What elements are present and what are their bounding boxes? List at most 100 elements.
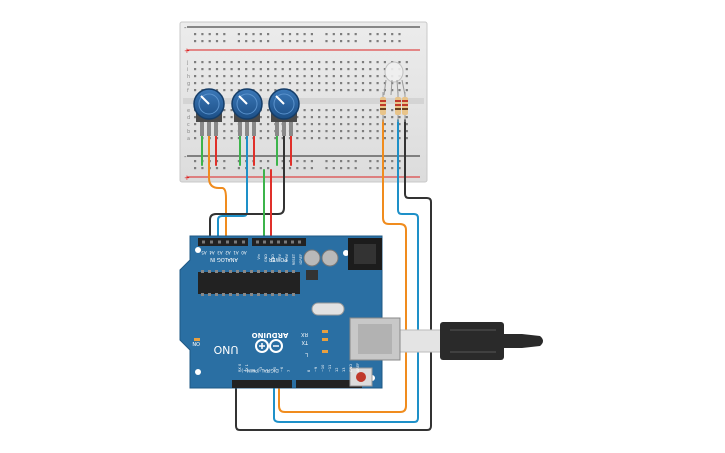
breadboard-hole[interactable] — [369, 82, 372, 85]
breadboard-hole[interactable] — [347, 82, 350, 85]
breadboard-hole[interactable] — [369, 116, 372, 119]
breadboard-hole[interactable] — [194, 40, 197, 43]
breadboard-hole[interactable] — [223, 33, 226, 36]
breadboard-hole[interactable] — [303, 137, 306, 140]
breadboard-hole[interactable] — [267, 82, 270, 85]
breadboard-hole[interactable] — [347, 89, 350, 92]
breadboard-hole[interactable] — [376, 137, 379, 140]
breadboard-hole[interactable] — [310, 130, 313, 133]
breadboard-hole[interactable] — [215, 82, 219, 85]
breadboard-hole[interactable] — [347, 33, 350, 36]
breadboard-hole[interactable] — [194, 160, 197, 163]
breadboard-hole[interactable] — [259, 75, 262, 78]
breadboard-hole[interactable] — [361, 89, 365, 92]
breadboard-hole[interactable] — [230, 89, 233, 92]
breadboard-hole[interactable] — [383, 160, 386, 163]
breadboard-hole[interactable] — [259, 61, 262, 64]
breadboard-hole[interactable] — [405, 137, 408, 140]
breadboard-hole[interactable] — [194, 89, 197, 92]
breadboard-hole[interactable] — [252, 68, 255, 71]
breadboard-hole[interactable] — [340, 116, 343, 119]
breadboard-hole[interactable] — [223, 75, 226, 78]
breadboard-hole[interactable] — [354, 116, 357, 119]
breadboard-hole[interactable] — [208, 82, 211, 85]
breadboard-hole[interactable] — [223, 68, 226, 71]
breadboard-hole[interactable] — [318, 109, 321, 112]
breadboard-hole[interactable] — [303, 109, 306, 112]
breadboard-hole[interactable] — [194, 61, 197, 64]
breadboard-hole[interactable] — [398, 123, 401, 126]
breadboard-hole[interactable] — [391, 130, 394, 133]
breadboard-hole[interactable] — [332, 130, 335, 133]
breadboard-hole[interactable] — [237, 75, 240, 78]
breadboard-hole[interactable] — [318, 61, 321, 64]
breadboard-hole[interactable] — [259, 68, 262, 71]
breadboard-hole[interactable] — [274, 68, 277, 71]
breadboard-hole[interactable] — [376, 109, 379, 112]
breadboard-hole[interactable] — [230, 137, 233, 140]
header-pin[interactable] — [242, 240, 245, 244]
breadboard-hole[interactable] — [347, 109, 350, 112]
breadboard-hole[interactable] — [296, 116, 299, 119]
breadboard-hole[interactable] — [303, 89, 306, 92]
breadboard-hole[interactable] — [201, 33, 204, 36]
breadboard-hole[interactable] — [230, 109, 233, 112]
breadboard-hole[interactable] — [325, 40, 328, 43]
breadboard-hole[interactable] — [281, 40, 284, 43]
breadboard-hole[interactable] — [405, 68, 408, 71]
breadboard-hole[interactable] — [208, 68, 211, 71]
breadboard-hole[interactable] — [376, 130, 379, 133]
breadboard-hole[interactable] — [237, 82, 240, 85]
breadboard-hole[interactable] — [383, 75, 386, 78]
breadboard-hole[interactable] — [318, 75, 321, 78]
breadboard-hole[interactable] — [215, 68, 219, 71]
header-pin[interactable] — [226, 240, 229, 244]
breadboard-hole[interactable] — [267, 109, 270, 112]
breadboard-hole[interactable] — [318, 137, 321, 140]
breadboard-hole[interactable] — [223, 40, 226, 43]
breadboard-hole[interactable] — [354, 160, 357, 163]
breadboard-hole[interactable] — [194, 167, 197, 170]
potentiometer-2[interactable] — [231, 88, 263, 136]
breadboard-hole[interactable] — [332, 116, 335, 119]
breadboard-hole[interactable] — [237, 61, 240, 64]
breadboard-hole[interactable] — [405, 89, 408, 92]
breadboard-hole[interactable] — [245, 68, 248, 71]
breadboard-hole[interactable] — [288, 167, 292, 170]
breadboard-hole[interactable] — [318, 89, 321, 92]
breadboard-hole[interactable] — [347, 75, 350, 78]
breadboard-hole[interactable] — [391, 109, 394, 112]
breadboard-hole[interactable] — [340, 33, 343, 36]
breadboard-hole[interactable] — [369, 109, 372, 112]
breadboard-hole[interactable] — [354, 137, 357, 140]
breadboard-hole[interactable] — [245, 40, 248, 43]
breadboard-hole[interactable] — [223, 137, 226, 140]
breadboard-hole[interactable] — [391, 137, 394, 140]
breadboard-hole[interactable] — [223, 89, 226, 92]
breadboard-hole[interactable] — [369, 160, 372, 163]
breadboard-hole[interactable] — [340, 89, 343, 92]
breadboard-hole[interactable] — [303, 61, 306, 64]
breadboard-hole[interactable] — [201, 75, 204, 78]
breadboard-hole[interactable] — [405, 123, 408, 126]
breadboard-hole[interactable] — [340, 167, 343, 170]
breadboard-hole[interactable] — [405, 116, 408, 119]
breadboard-hole[interactable] — [347, 68, 350, 71]
breadboard-hole[interactable] — [288, 40, 292, 43]
breadboard-hole[interactable] — [267, 68, 270, 71]
breadboard-hole[interactable] — [391, 116, 394, 119]
breadboard-hole[interactable] — [310, 40, 313, 43]
breadboard-hole[interactable] — [332, 40, 335, 43]
breadboard-hole[interactable] — [223, 160, 226, 163]
breadboard-hole[interactable] — [245, 33, 248, 36]
breadboard-hole[interactable] — [201, 40, 204, 43]
header-pin[interactable] — [210, 240, 213, 244]
breadboard-hole[interactable] — [267, 123, 270, 126]
breadboard-hole[interactable] — [267, 130, 270, 133]
breadboard-hole[interactable] — [223, 123, 226, 126]
breadboard-hole[interactable] — [201, 68, 204, 71]
breadboard-hole[interactable] — [259, 123, 262, 126]
breadboard-hole[interactable] — [347, 123, 350, 126]
breadboard-hole[interactable] — [303, 123, 306, 126]
breadboard-hole[interactable] — [303, 130, 306, 133]
